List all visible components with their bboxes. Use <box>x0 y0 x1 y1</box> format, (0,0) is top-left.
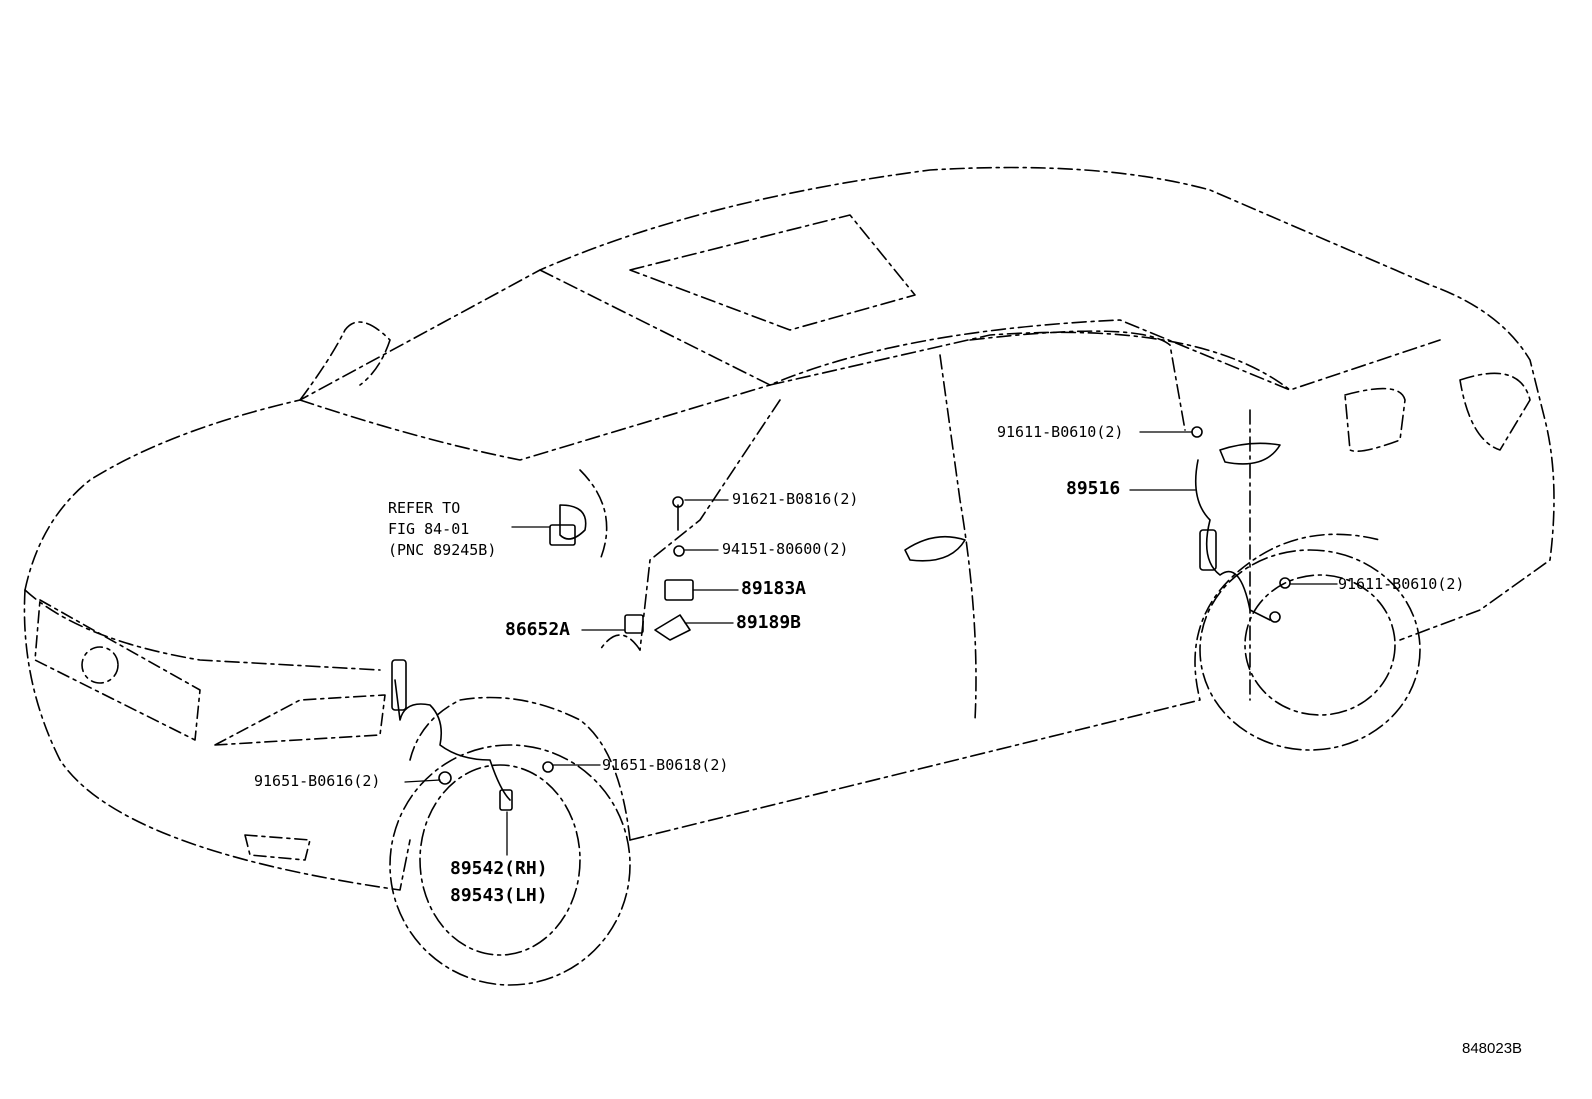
callout-91611-b0610-lower[interactable]: 91611-B0610(2) <box>1338 575 1465 593</box>
callout-91611-b0610-upper[interactable]: 91611-B0610(2) <box>997 423 1124 441</box>
refer-note-line2: FIG 84-01 <box>388 520 470 538</box>
callout-89183a[interactable]: 89183A <box>741 578 807 599</box>
door-handles <box>904 442 1281 562</box>
callout-91651-b0616[interactable]: 91651-B0616(2) <box>254 772 381 790</box>
callout-86652a[interactable]: 86652A <box>505 619 571 640</box>
callout-91621-b0816[interactable]: 91621-B0816(2) <box>732 490 859 508</box>
callout-91651-b0618[interactable]: 91651-B0618(2) <box>602 756 729 774</box>
refer-note-line1: REFER TO <box>388 499 461 517</box>
callout-89542-rh[interactable]: 89542(RH) <box>450 858 548 879</box>
callout-89516[interactable]: 89516 <box>1066 478 1121 499</box>
wheels <box>389 549 1421 986</box>
callout-89189b[interactable]: 89189B <box>736 612 802 633</box>
refer-note-line3: (PNC 89245B) <box>388 541 497 559</box>
callout-94151-80600[interactable]: 94151-80600(2) <box>722 540 849 558</box>
car-body-outline <box>23 166 1555 891</box>
front-grille <box>34 599 386 861</box>
callout-89543-lh[interactable]: 89543(LH) <box>450 885 548 906</box>
figure-code: 848023B <box>1462 1040 1523 1057</box>
leader-lines <box>404 431 1338 856</box>
